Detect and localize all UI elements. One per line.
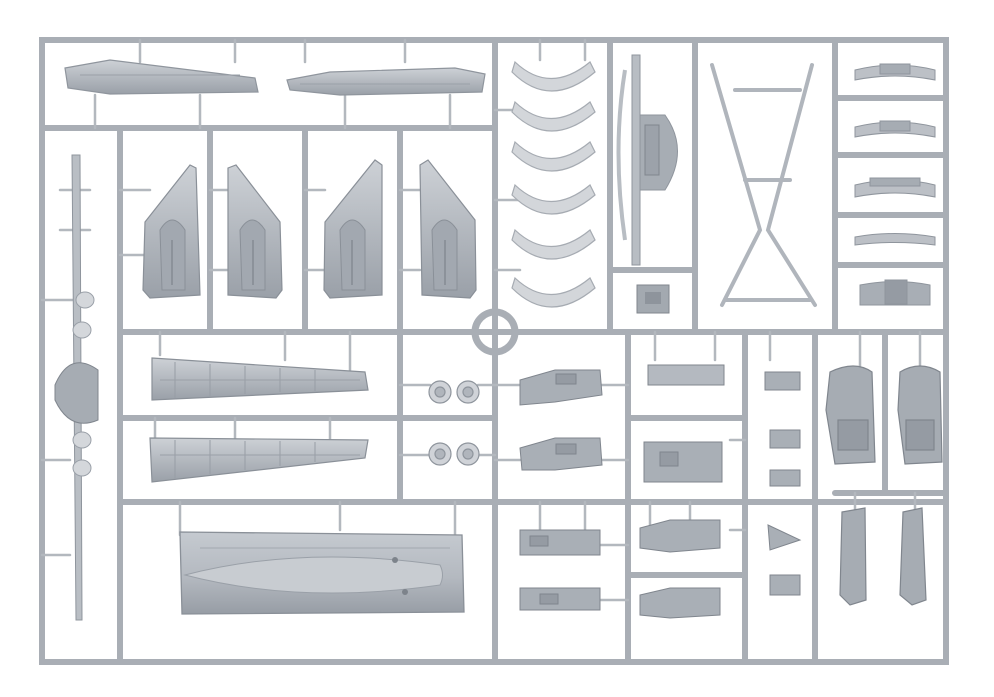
runner-frame <box>39 37 949 665</box>
cockpit-parts-part <box>519 364 802 619</box>
nacelle-panel-4-part <box>419 159 477 299</box>
seats-part <box>825 365 943 606</box>
wheels-part <box>428 380 480 466</box>
wing-strip-right-part <box>286 67 486 96</box>
wing-strip-left-part <box>64 59 259 95</box>
x-struts-part <box>710 63 817 307</box>
nacelle-panel-1-part <box>142 164 201 299</box>
sprue-hub <box>471 308 519 356</box>
wing-panel-lower-part <box>149 437 369 483</box>
left-strut-part <box>54 154 99 621</box>
fuselage-half-part <box>179 531 465 615</box>
vertical-frame-part <box>616 54 678 314</box>
wing-panel-upper-part <box>151 357 369 401</box>
small-brackets-part <box>854 63 936 306</box>
nacelle-panel-2-part <box>227 164 283 299</box>
nacelle-panel-3-part <box>323 159 383 299</box>
curved-ribs-part <box>511 60 596 308</box>
